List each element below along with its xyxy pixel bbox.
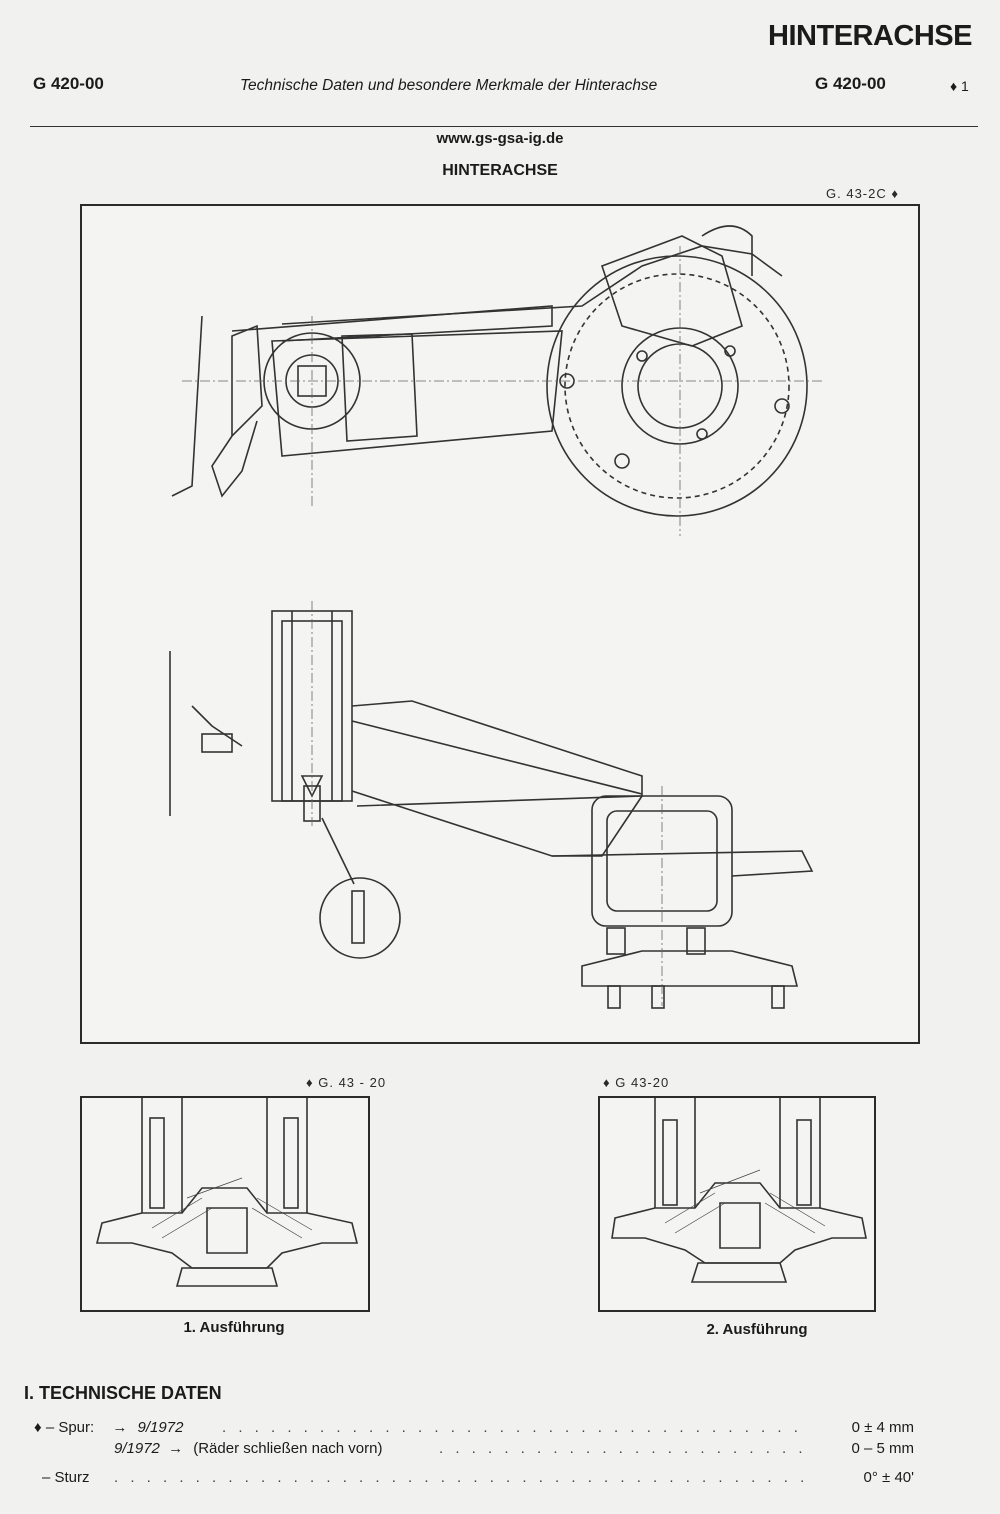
change-marker: ♦ xyxy=(34,1419,42,1436)
arrow-icon: → xyxy=(112,1419,128,1436)
rear-axle-illustration xyxy=(169,225,822,1009)
arrow-icon: → xyxy=(168,1440,184,1457)
document-title: HINTERACHSE xyxy=(768,20,972,52)
spec-label: – Sturz xyxy=(42,1469,90,1486)
leader-dots: . . . . . . . . . . . . . . . . . . . . … xyxy=(114,1469,807,1486)
detail-drawing-second-version xyxy=(598,1096,876,1312)
spec-date: 9/1972 xyxy=(137,1419,184,1436)
bearing-detail-second-illustration xyxy=(611,1098,867,1283)
spec-row-camber: – Sturz . . . . . . . . . . . . . . . . … xyxy=(34,1469,914,1491)
bearing-detail-first-illustration xyxy=(95,1098,359,1287)
spec-label: – Spur: xyxy=(45,1419,95,1436)
doc-code-right: G 420-00 xyxy=(815,74,886,93)
website-link[interactable]: www.gs-gsa-ig.de xyxy=(436,130,564,147)
detail-drawing-first-version xyxy=(80,1096,370,1312)
spec-value: 0 – 5 mm xyxy=(851,1440,914,1457)
header-rule xyxy=(30,126,978,127)
section-caption: HINTERACHSE xyxy=(442,162,558,179)
spec-note: (Räder schließen nach vorn) xyxy=(193,1440,383,1457)
caption-second-version: 2. Ausführung xyxy=(706,1321,808,1338)
doc-subtitle: Technische Daten und besondere Merkmale … xyxy=(240,77,658,94)
spec-value: 0 ± 4 mm xyxy=(851,1419,914,1436)
spec-row-label: 9/1972 → (Räder schließen nach vorn) xyxy=(114,1440,383,1457)
figure-ref-left: ♦ G. 43 - 20 xyxy=(306,1075,387,1090)
leader-dots: . . . . . . . . . . . . . . . . . . . . … xyxy=(222,1419,807,1436)
spec-value: 0° ± 40' xyxy=(863,1469,914,1486)
spec-row-track-after: 9/1972 → (Räder schließen nach vorn) . .… xyxy=(34,1440,914,1462)
spec-row-track: ♦ – Spur: → 9/1972 . . . . . . . . . . .… xyxy=(34,1419,914,1441)
figure-ref-right: ♦ G 43-20 xyxy=(603,1075,670,1090)
rear-axle-drawing xyxy=(80,204,920,1044)
caption-first-version: 1. Ausführung xyxy=(183,1319,285,1336)
figure-ref-main: G. 43-2C ♦ xyxy=(826,186,899,201)
technical-data-heading: I. TECHNISCHE DATEN xyxy=(24,1383,222,1403)
page-number: ♦ 1 xyxy=(950,78,969,94)
spec-date: 9/1972 xyxy=(114,1440,160,1457)
doc-code-left: G 420-00 xyxy=(33,74,104,93)
leader-dots: . . . . . . . . . . . . . . . . . . . . … xyxy=(439,1440,807,1457)
spec-row-label: ♦ – Spur: → 9/1972 xyxy=(34,1419,183,1436)
